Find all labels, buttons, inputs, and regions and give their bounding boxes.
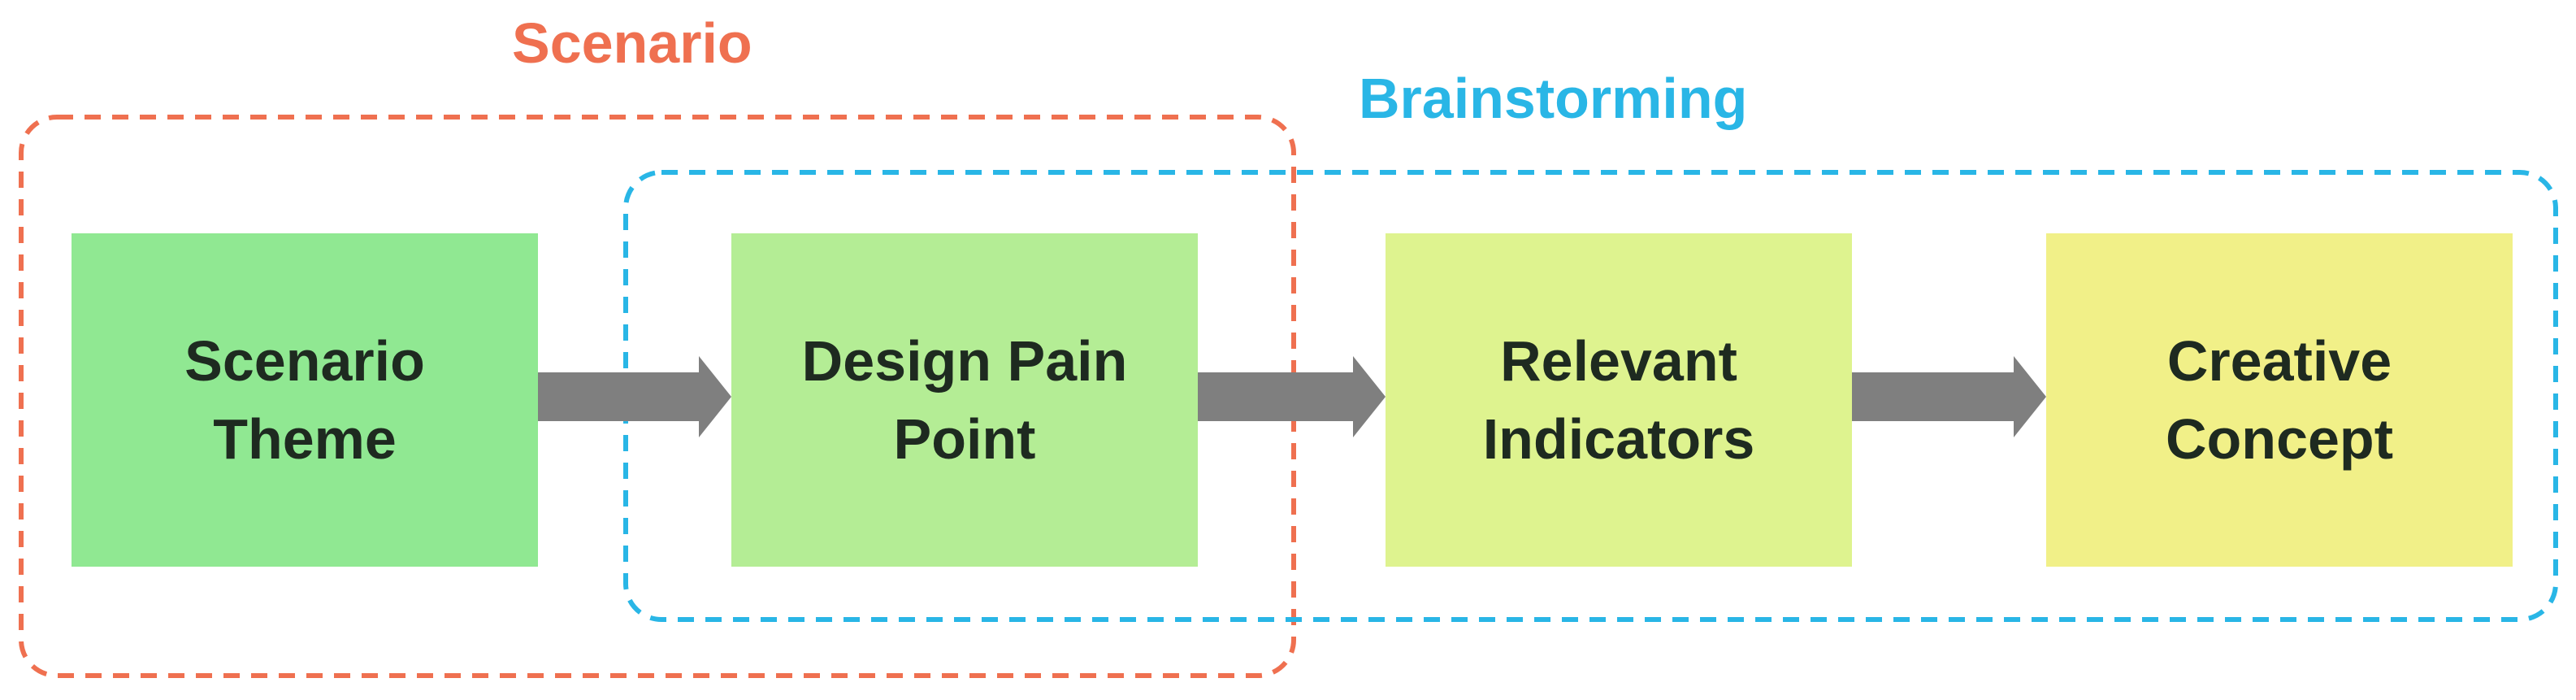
scenario-group-label: Scenario (512, 11, 752, 75)
step-label-line: Concept (2166, 407, 2393, 471)
step-label-line: Creative (2166, 329, 2392, 393)
arrow-painpoint-to-indicators (1196, 356, 1386, 437)
step-box-scenario-theme: Scenario Theme (72, 233, 538, 567)
arrow-theme-to-painpoint (536, 356, 731, 437)
step-label-line: Indicators (1482, 407, 1755, 471)
step-label-line: Design Pain (801, 329, 1128, 393)
step-label-line: Point (893, 407, 1036, 471)
step-box-creative-concept: Creative Concept (2046, 233, 2513, 567)
step-label-line: Scenario (184, 329, 425, 393)
arrow-indicators-to-concept (1850, 356, 2046, 437)
step-box-relevant-indicators: Relevant Indicators (1386, 233, 1852, 567)
step-box-design-pain-point: Design Pain Point (731, 233, 1198, 567)
step-label-line: Theme (213, 407, 397, 471)
brainstorming-group-label: Brainstorming (1359, 67, 1748, 130)
step-label-line: Relevant (1500, 329, 1737, 393)
